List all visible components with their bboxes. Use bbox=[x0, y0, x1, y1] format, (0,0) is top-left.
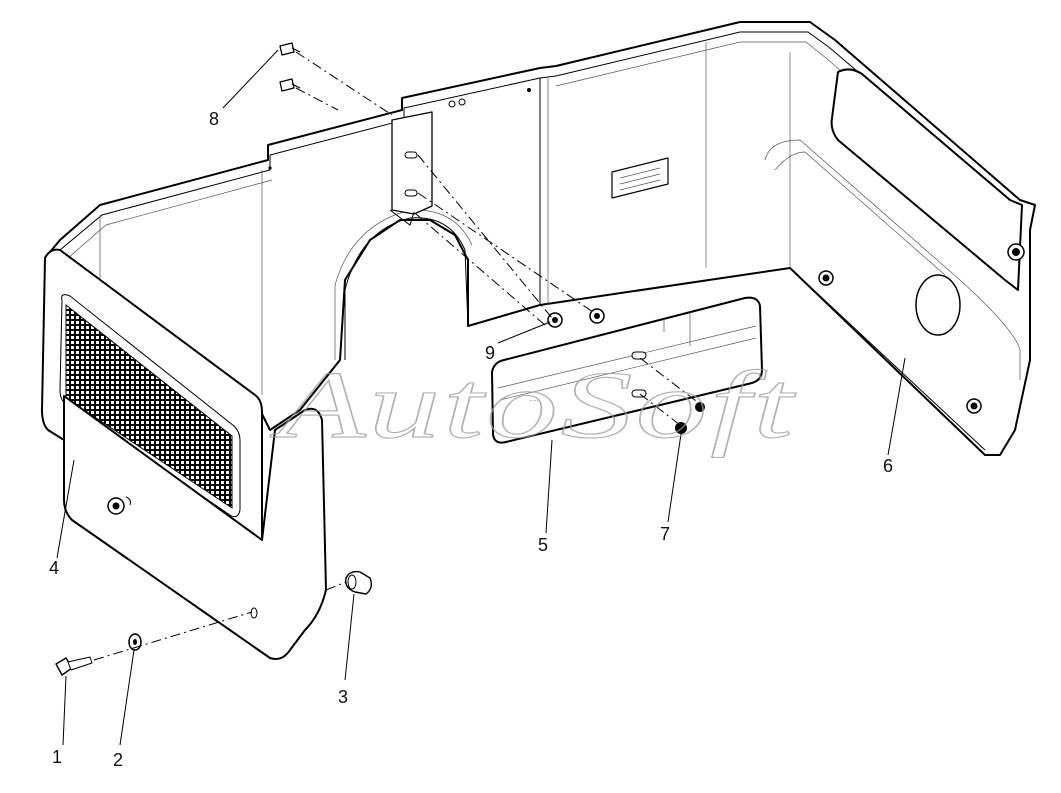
part-4-side-plate bbox=[63, 395, 327, 660]
callout-5: 5 bbox=[538, 535, 548, 555]
grommet bbox=[818, 270, 834, 286]
part-5-cover-strip: - ··· bbox=[491, 296, 763, 444]
shroud-assembly bbox=[44, 21, 1036, 456]
watermark: AutoSoft bbox=[269, 351, 796, 458]
grommet bbox=[1007, 243, 1025, 261]
part-1-bolt bbox=[55, 656, 93, 676]
grommet bbox=[966, 398, 982, 414]
callout-3: 3 bbox=[338, 687, 348, 707]
callout-8: 8 bbox=[209, 109, 219, 129]
part-9-washer bbox=[547, 312, 563, 328]
callout-9: 9 bbox=[485, 343, 495, 363]
mounting-bracket bbox=[389, 111, 433, 226]
callout-7: 7 bbox=[660, 524, 670, 544]
callout-labels: 1 2 3 4 5 6 7 8 9 bbox=[49, 109, 893, 770]
part-9-washer bbox=[589, 308, 605, 324]
part-7-nut bbox=[675, 422, 687, 434]
part-8-bolt bbox=[279, 78, 301, 92]
leader-lines bbox=[56, 49, 906, 746]
svg-text:- ···: - ··· bbox=[530, 398, 538, 404]
callout-6: 6 bbox=[883, 456, 893, 476]
part-7-nut bbox=[695, 402, 705, 412]
part-2-washer bbox=[128, 633, 142, 651]
assembly-lines bbox=[93, 51, 701, 661]
callout-2: 2 bbox=[113, 750, 123, 770]
callout-1: 1 bbox=[52, 747, 62, 767]
callout-4: 4 bbox=[49, 558, 59, 578]
part-8-bolt bbox=[279, 42, 301, 56]
name-plate bbox=[611, 157, 669, 199]
part-3-bushing bbox=[345, 570, 373, 595]
